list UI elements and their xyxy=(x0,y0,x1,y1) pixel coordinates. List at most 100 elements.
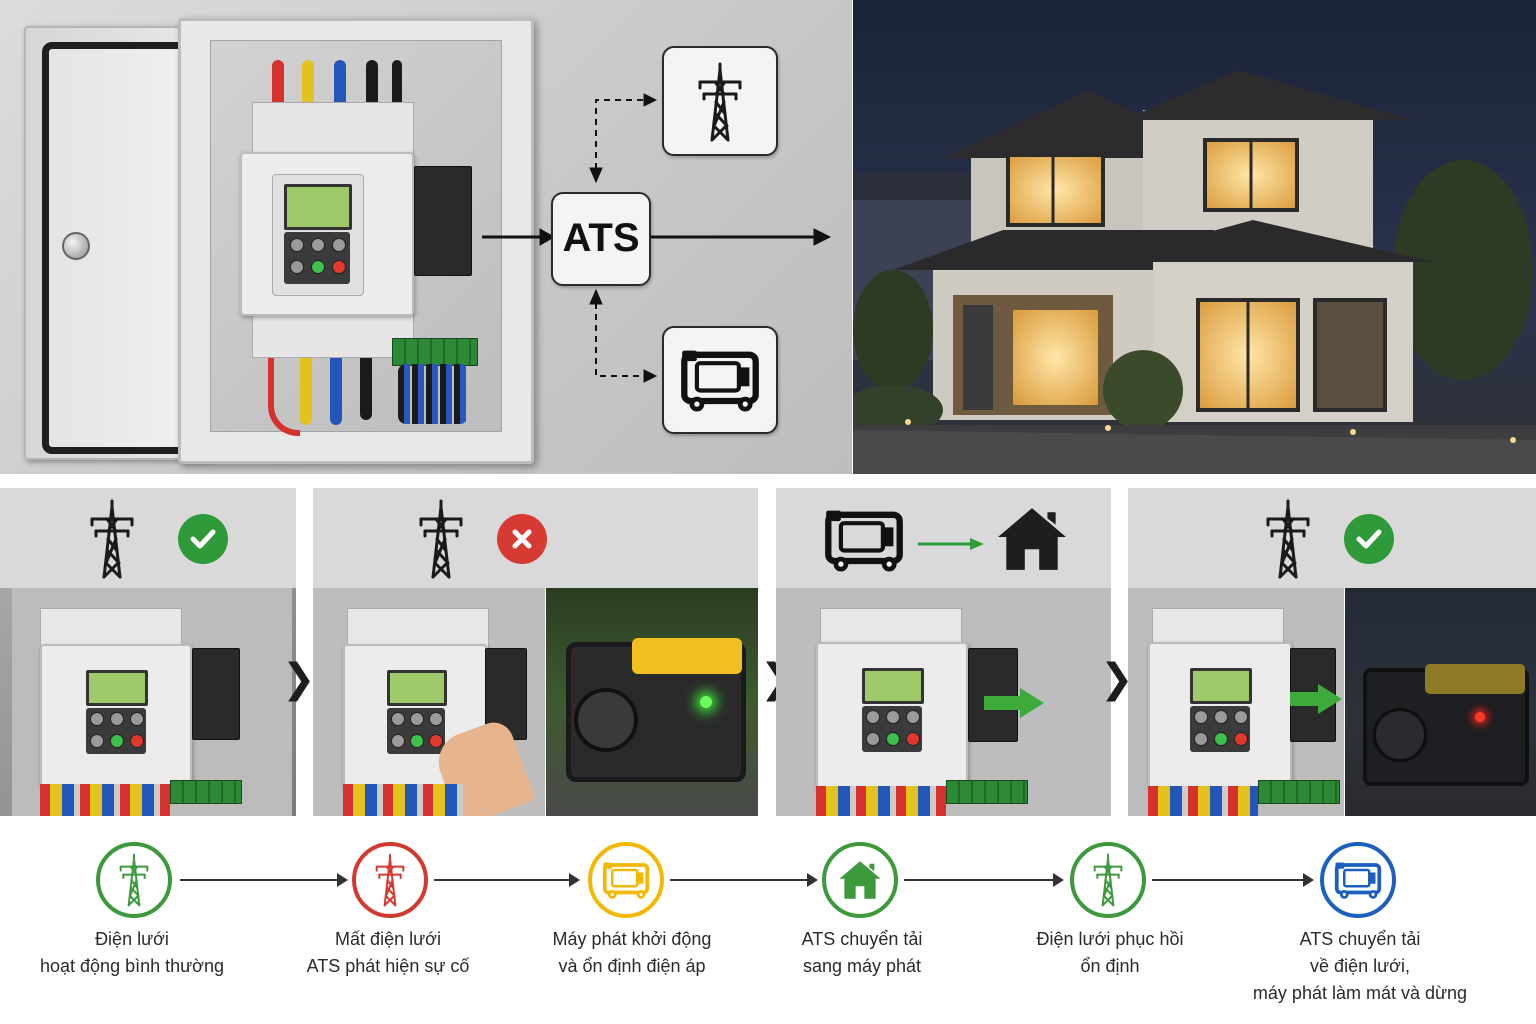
transmission-tower-icon xyxy=(1258,496,1318,582)
flow-step-1-label: Điện lưới hoạt động bình thường xyxy=(20,926,244,980)
label-line: Điện lưới xyxy=(95,929,169,949)
flow-step-5-label: Điện lưới phục hồi ổn định xyxy=(998,926,1222,980)
keypad-button xyxy=(1194,732,1208,746)
keypad-button xyxy=(90,712,104,726)
keypad-stop-button xyxy=(429,734,443,748)
house-illustration xyxy=(853,0,1536,474)
switch-terminals-top xyxy=(252,102,414,154)
stage-4-photo xyxy=(1128,588,1344,816)
black-wire xyxy=(360,350,372,420)
keypad-button xyxy=(391,712,405,726)
ats-lcd-screen xyxy=(387,670,447,706)
generator-icon xyxy=(678,346,762,414)
door-lock-icon xyxy=(62,232,90,260)
flow-arrow xyxy=(904,873,1064,887)
power-wires xyxy=(40,784,170,816)
label-line: sang máy phát xyxy=(802,956,922,976)
transmission-tower-icon xyxy=(690,62,750,142)
switch-terminals-bottom xyxy=(252,312,414,358)
generator-icon xyxy=(601,860,651,900)
ats-box: ATS xyxy=(551,192,651,286)
ats-lcd-screen xyxy=(1190,668,1252,704)
house-icon xyxy=(996,506,1068,572)
flow-arrow xyxy=(1152,873,1314,887)
keypad-start-button xyxy=(110,734,124,748)
keypad-stop-button xyxy=(130,734,144,748)
arrow-right-icon xyxy=(984,688,1044,718)
power-wires xyxy=(816,786,946,816)
flow-step-3-label: Máy phát khởi động và ổn định điện áp xyxy=(520,926,744,980)
house-icon xyxy=(838,860,882,900)
blue-wire xyxy=(330,350,342,425)
terminal-block xyxy=(1258,780,1340,804)
generator-icon xyxy=(822,506,906,574)
keypad-start-button xyxy=(410,734,424,748)
keypad-stop-button xyxy=(1234,732,1248,746)
flow-arrow xyxy=(434,873,580,887)
label-line: Điện lưới phục hồi xyxy=(1036,929,1184,949)
ats-keypad xyxy=(387,708,445,754)
stage-2-photo xyxy=(313,588,545,816)
generator-running-photo xyxy=(546,588,758,816)
generator-fuel-tank xyxy=(632,638,742,674)
keypad-stop-button xyxy=(332,260,346,274)
ats-controller xyxy=(40,644,192,788)
keypad-button xyxy=(290,238,304,252)
power-wires xyxy=(1148,786,1258,816)
keypad-stop-button xyxy=(906,732,920,746)
transmission-tower-icon xyxy=(1088,853,1128,907)
transmission-tower-icon xyxy=(82,496,142,582)
ats-keypad xyxy=(86,708,146,754)
flow-step-2-label: Mất điện lưới ATS phát hiện sự cố xyxy=(276,926,500,980)
keypad-button xyxy=(90,734,104,748)
terminal-block xyxy=(392,338,478,366)
power-wires xyxy=(343,784,463,816)
generator-stopped-photo xyxy=(1345,588,1536,816)
label-line: Máy phát khởi động xyxy=(552,929,712,949)
keypad-start-button xyxy=(311,260,325,274)
process-flow: Điện lưới hoạt động bình thường Mất điện… xyxy=(0,818,1536,1024)
generator-icon xyxy=(1333,860,1383,900)
arrow-right-icon xyxy=(918,538,984,550)
ats-controller xyxy=(240,152,414,316)
flow-step-1-circle xyxy=(96,842,172,918)
status-light-red xyxy=(1475,712,1485,722)
keypad-button xyxy=(429,712,443,726)
keypad-button xyxy=(290,260,304,274)
keypad-button xyxy=(332,238,346,252)
label-line: ATS chuyển tải xyxy=(801,929,923,949)
transmission-tower-icon xyxy=(370,853,410,907)
stage-2-header xyxy=(313,488,758,588)
switch-terminals-top xyxy=(347,608,489,650)
control-wires xyxy=(398,364,468,424)
label-line: và ổn định điện áp xyxy=(558,956,706,976)
cross-icon xyxy=(497,514,547,564)
keypad-button xyxy=(906,710,920,724)
label-line: hoạt động bình thường xyxy=(40,956,224,976)
generator-box xyxy=(662,326,778,434)
label-line: ATS chuyển tải xyxy=(1299,929,1421,949)
flow-step-4-circle xyxy=(822,842,898,918)
transmission-tower-icon xyxy=(411,496,471,582)
ats-overview-panel: ATS xyxy=(0,0,852,474)
ats-lcd-screen xyxy=(284,184,352,230)
flow-arrow xyxy=(670,873,818,887)
stage-4-header xyxy=(1128,488,1536,588)
label-line: ổn định xyxy=(1080,956,1140,976)
ats-controller xyxy=(816,642,968,790)
ats-controller xyxy=(1148,642,1292,790)
generator-fuel-tank xyxy=(1425,664,1525,694)
chevron-right-icon: ❯ xyxy=(282,656,316,702)
yellow-wire xyxy=(300,350,312,425)
keypad-button xyxy=(866,732,880,746)
label-line: ATS phát hiện sự cố xyxy=(306,956,470,976)
flow-step-2-circle xyxy=(352,842,428,918)
control-breakers xyxy=(968,648,1018,742)
ats-keypad xyxy=(1190,706,1250,752)
stage-3-photo xyxy=(776,588,1111,816)
generator-engine xyxy=(1373,708,1427,762)
ats-keypad xyxy=(284,232,350,284)
stage-1-header xyxy=(0,488,296,588)
control-breakers xyxy=(192,648,240,740)
flow-step-5-circle xyxy=(1070,842,1146,918)
